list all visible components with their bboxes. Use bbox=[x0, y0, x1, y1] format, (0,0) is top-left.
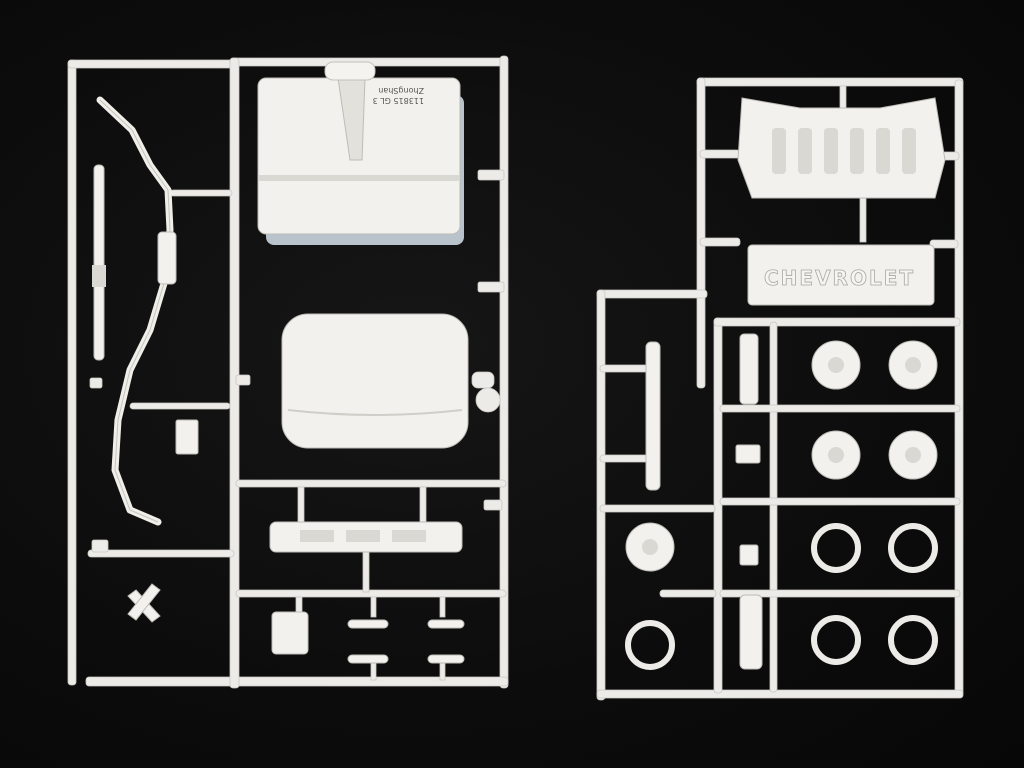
strut-part bbox=[645, 341, 661, 491]
driveshaft-part bbox=[93, 164, 105, 361]
hubcap-parts bbox=[625, 340, 938, 572]
exhaust-pipe-part bbox=[96, 96, 174, 526]
left-sprue-tree: 113815 GL 3 ZhongShan bbox=[67, 55, 509, 689]
tailgate-inner-part bbox=[737, 97, 946, 199]
right-sprue-tree: CHEVROLET bbox=[596, 77, 964, 701]
wheel-ring-parts bbox=[625, 523, 938, 670]
roof-panel-part bbox=[281, 313, 469, 449]
molded-maker-text: ZhongShan bbox=[378, 86, 424, 95]
molded-part-number: 113815 GL 3 bbox=[373, 96, 424, 105]
tailgate-lettering: CHEVROLET bbox=[764, 266, 915, 290]
tailgate-outer-part: CHEVROLET bbox=[747, 244, 935, 306]
engine-block-part: 113815 GL 3 ZhongShan bbox=[257, 61, 464, 245]
